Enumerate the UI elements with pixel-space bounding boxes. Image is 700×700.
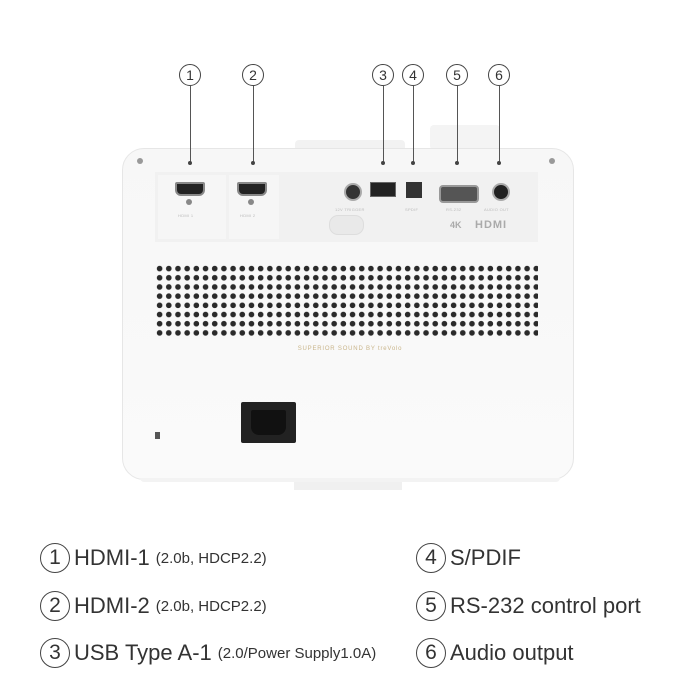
screw-icon	[248, 199, 254, 205]
callout-1: 1	[179, 64, 201, 86]
hdmi2-label: HDMI 2	[240, 213, 256, 218]
ir-sensor	[329, 215, 364, 235]
rs232-port	[439, 185, 479, 203]
spdif-port	[406, 182, 422, 198]
screw-icon	[137, 158, 143, 164]
hdmi1-label: HDMI 1	[178, 213, 194, 218]
screw-icon	[549, 158, 555, 164]
audio-out-jack	[492, 183, 510, 201]
sound-brand-text: SUPERIOR SOUND BY treVolo	[297, 346, 403, 352]
rs232-label: RS-232	[446, 207, 462, 212]
audio-out-label: AUDIO OUT	[484, 207, 509, 212]
spdif-label: SPDIF	[405, 207, 419, 212]
callout-5: 5	[446, 64, 468, 86]
callout-3: 3	[372, 64, 394, 86]
hdmi-1-port	[175, 182, 205, 196]
hdmi-2-port	[237, 182, 267, 196]
callout-2: 2	[242, 64, 264, 86]
4k-logo: 4K	[450, 220, 462, 230]
callout-6: 6	[488, 64, 510, 86]
trigger-label: 12V TRIGGER	[335, 207, 365, 212]
trigger-jack	[344, 183, 362, 201]
lens-cover	[430, 125, 500, 150]
hdmi-logo: HDMI	[475, 219, 508, 231]
base-shadow	[140, 478, 560, 482]
power-socket	[241, 402, 296, 443]
screw-icon	[186, 199, 192, 205]
lock-slot-icon	[155, 432, 160, 439]
callout-4: 4	[402, 64, 424, 86]
usb-port	[370, 182, 396, 197]
speaker-grille	[155, 264, 538, 339]
